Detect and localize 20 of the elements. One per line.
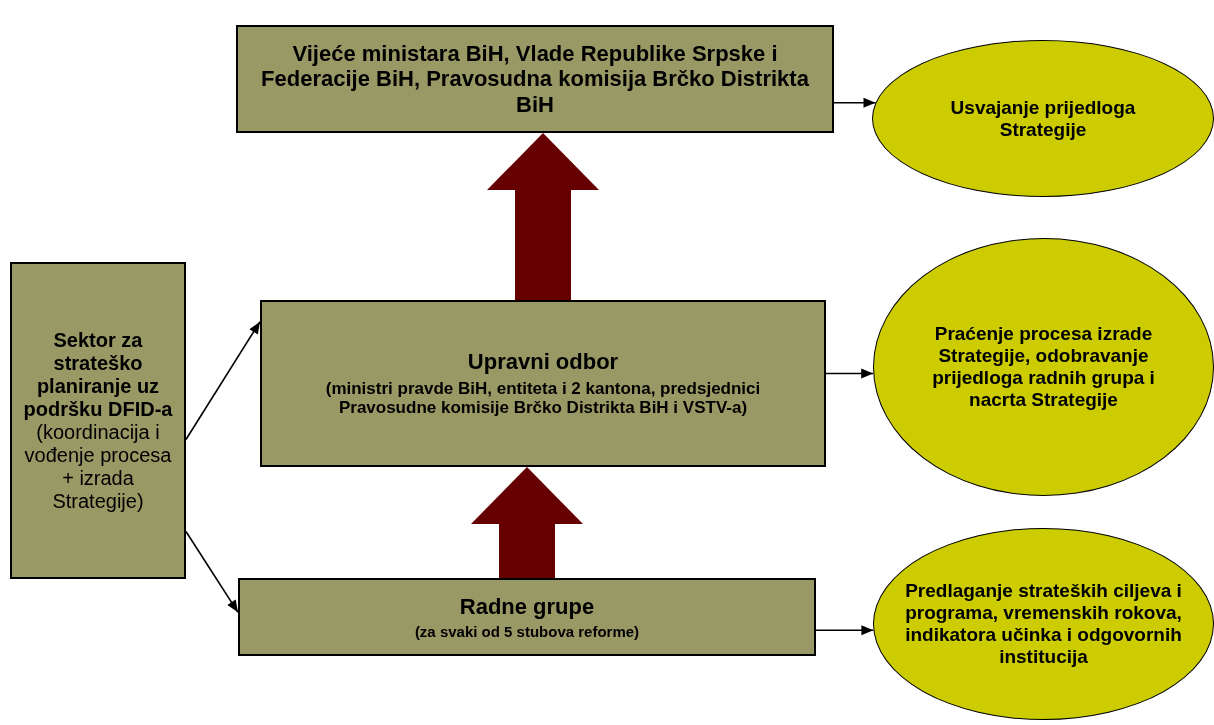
arrow	[185, 320, 261, 441]
box-heading: Sektor za strateško planiranje uz podršku DFID-a	[22, 328, 174, 421]
box-description: (koordinacija i vođenje procesa + izrada Strategije)	[23, 420, 173, 513]
box-text: Vijeće ministara BiH, Vlade Republike Srpske i Federacije BiH, Pravosudna komisija Brčko Distrikta BiH	[260, 41, 810, 117]
box-text: Usvajanje prijedloga Strategije	[949, 96, 1137, 141]
box-text: Praćenje procesa izrade Strategije, odobravanje prijedloga radnih grupa i nacrta Strategije	[931, 323, 1156, 411]
arrow	[825, 368, 874, 379]
process-box	[260, 300, 826, 467]
arrow	[815, 625, 875, 636]
box-heading: Radne grupe	[459, 593, 595, 619]
box-description: (za svaki od 5 stubova reforme)	[414, 623, 640, 641]
box-heading: Upravni odbor	[467, 349, 619, 375]
block-arrow	[471, 467, 583, 578]
process-box	[238, 578, 816, 656]
process-box	[236, 25, 834, 133]
block-arrow	[487, 133, 599, 300]
arrow	[185, 530, 239, 614]
process-box	[10, 262, 186, 579]
box-description: (ministri pravde BiH, entiteta i 2 kantona, predsjednici Pravosudne komisije Brčko Distrikta BiH i VSTV-a)	[324, 378, 762, 418]
box-text: Predlaganje strateških ciljeva i programa, vremenskih rokova, indikatora učinka i odgovornih institucija	[904, 580, 1183, 668]
